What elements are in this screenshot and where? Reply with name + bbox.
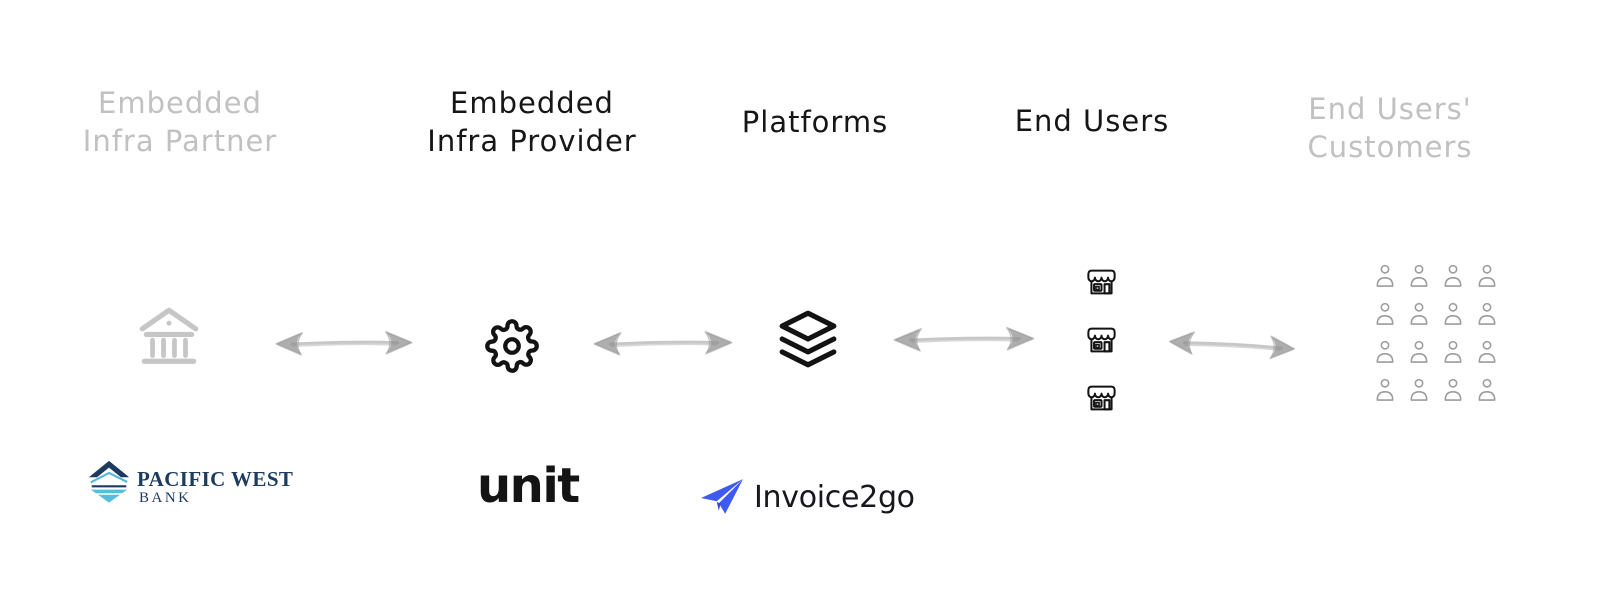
person-icon xyxy=(1476,338,1498,365)
label-line: Embedded xyxy=(98,86,262,120)
arrow-partner-provider xyxy=(268,321,420,365)
person-icon xyxy=(1476,300,1498,327)
label-end-users: End Users xyxy=(1015,102,1170,140)
person-icon xyxy=(1476,262,1498,289)
arrow-endusers-customers xyxy=(1161,318,1304,372)
bank-icon xyxy=(139,307,199,364)
person-icon xyxy=(1442,338,1464,365)
storefront-icon xyxy=(1084,324,1119,356)
label-line: End Users xyxy=(1014,104,1170,138)
pacific-west-logomark xyxy=(88,460,130,503)
label-platforms: Platforms xyxy=(742,103,888,141)
label-line: Infra Partner xyxy=(82,124,278,158)
storefront-group xyxy=(1084,266,1119,414)
person-icon xyxy=(1442,376,1464,403)
pacific-west-name: PACIFIC WEST xyxy=(137,467,294,491)
arrow-provider-platforms xyxy=(586,321,740,365)
person-icon xyxy=(1408,338,1430,365)
person-icon xyxy=(1374,338,1396,365)
person-icon xyxy=(1408,376,1430,403)
pacific-west-bank-word: BANK xyxy=(139,490,192,506)
unit-logo: unit xyxy=(477,458,580,514)
label-line: End Users' xyxy=(1308,92,1472,126)
person-icon xyxy=(1408,300,1430,327)
person-icon xyxy=(1374,376,1396,403)
person-icon xyxy=(1374,262,1396,289)
layers-icon xyxy=(779,310,837,368)
person-icon xyxy=(1476,376,1498,403)
label-embedded-infra-partner: Embedded Infra Partner xyxy=(83,84,277,160)
gear-icon xyxy=(485,319,539,373)
storefront-icon xyxy=(1084,382,1119,414)
label-embedded-infra-provider: Embedded Infra Provider xyxy=(427,84,636,160)
arrow-platforms-endusers xyxy=(886,317,1042,361)
customers-people-grid xyxy=(1368,256,1504,408)
label-end-users-customers: End Users' Customers xyxy=(1308,90,1473,166)
invoice2go-logo: Invoice2go xyxy=(698,476,915,518)
invoice2go-wordmark: Invoice2go xyxy=(754,479,915,515)
pacific-west-bank-logo: PACIFIC WEST BANK xyxy=(86,457,293,507)
person-icon xyxy=(1442,262,1464,289)
person-icon xyxy=(1408,262,1430,289)
label-line: Customers xyxy=(1307,130,1473,164)
person-icon xyxy=(1374,300,1396,327)
label-line: Infra Provider xyxy=(427,124,637,158)
person-icon xyxy=(1442,300,1464,327)
storefront-icon xyxy=(1084,266,1119,298)
label-line: Platforms xyxy=(741,105,889,139)
label-line: Embedded xyxy=(450,86,614,120)
pacific-west-wordmark: PACIFIC WEST BANK xyxy=(137,468,293,507)
paper-plane-icon xyxy=(701,479,743,514)
